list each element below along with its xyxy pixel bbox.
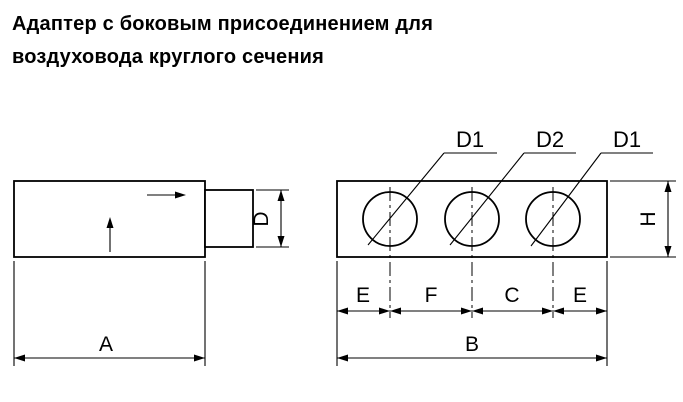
dim-e-right-label: E [573, 284, 587, 307]
hole-circle-right [525, 191, 581, 247]
hole-leader-d1-left: D1 [367, 127, 497, 246]
dim-h: H [610, 180, 676, 258]
left-view-spigot [204, 189, 254, 248]
page-title: Адаптер с боковым присоединением для воз… [12, 8, 671, 74]
airflow-up-arrow [106, 217, 114, 252]
hole-circle-center [444, 191, 500, 247]
hole-leader-d2: D2 [449, 127, 576, 246]
dim-b-label: B [465, 333, 479, 356]
dim-d: D [250, 189, 289, 248]
dim-a-label: A [99, 333, 113, 356]
page-title-line2: воздуховода круглого сечения [12, 46, 324, 68]
right-view: D1 D2 D1 H [336, 127, 676, 366]
dim-d-label: D [250, 211, 273, 226]
page-title-line1: Адаптер с боковым присоединением для [12, 13, 434, 35]
dim-a: A [13, 261, 206, 366]
hole-label-d1-left: D1 [456, 127, 484, 152]
dim-h-label: H [637, 211, 660, 226]
dim-c-label: C [504, 284, 519, 307]
left-view: D A [13, 180, 289, 366]
hole-label-d1-right: D1 [613, 127, 641, 152]
hole-label-d2: D2 [536, 127, 564, 152]
hole-circle-left [362, 191, 418, 247]
dim-e-left-label: E [356, 284, 370, 307]
dim-efce: E F C E [336, 261, 608, 366]
dim-f-label: F [425, 284, 438, 307]
hole-leader-d1-right: D1 [530, 127, 653, 247]
airflow-right-arrow [147, 191, 186, 199]
hole-centerlines [389, 187, 554, 318]
dim-b: B [337, 333, 607, 362]
